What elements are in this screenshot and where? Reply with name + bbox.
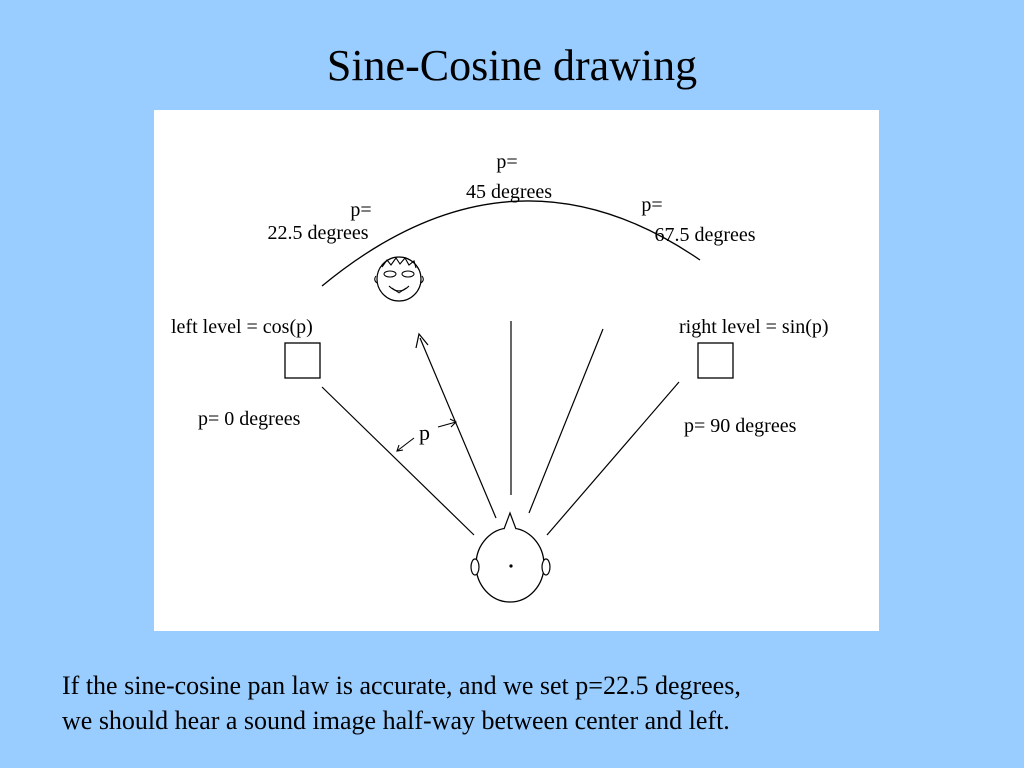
smiley-face-icon bbox=[374, 256, 424, 302]
arrowhead-p-22-5 bbox=[415, 332, 429, 349]
label-p-0: p= 0 degrees bbox=[198, 408, 301, 430]
label-right-level: right level = sin(p) bbox=[679, 316, 829, 338]
line-p-0 bbox=[321, 386, 475, 536]
label-left-level: left level = cos(p) bbox=[171, 316, 313, 338]
pan-law-diagram: p= 45 degrees p= 22.5 degrees p= 67.5 de… bbox=[171, 151, 829, 603]
label-p-45-top: p= bbox=[496, 151, 517, 173]
right-speaker bbox=[697, 342, 734, 379]
label-p-67-top: p= bbox=[641, 194, 662, 216]
left-speaker bbox=[284, 342, 321, 379]
caption-line-2: we should hear a sound image half-way be… bbox=[62, 706, 730, 735]
listener-head bbox=[470, 511, 551, 603]
label-p-67-bottom: 67.5 degrees bbox=[654, 224, 755, 246]
caption-line-1: If the sine-cosine pan law is accurate, … bbox=[62, 671, 741, 700]
line-p-22-5 bbox=[419, 337, 497, 519]
slide-title: Sine-Cosine drawing bbox=[326, 41, 698, 90]
line-p-67-5 bbox=[528, 328, 604, 514]
figure-panel: p= 45 degrees p= 22.5 degrees p= 67.5 de… bbox=[154, 110, 879, 631]
line-p-90 bbox=[546, 381, 680, 536]
slide-caption: If the sine-cosine pan law is accurate, … bbox=[62, 668, 1002, 738]
label-p-22-bottom: 22.5 degrees bbox=[267, 222, 368, 244]
label-p-45-bottom: 45 degrees bbox=[466, 181, 552, 203]
angle-arrows bbox=[396, 418, 457, 452]
label-p-22-top: p= bbox=[350, 199, 371, 221]
label-p-90: p= 90 degrees bbox=[684, 415, 797, 437]
label-angle-p: p bbox=[419, 420, 430, 445]
pan-arc bbox=[321, 200, 701, 287]
